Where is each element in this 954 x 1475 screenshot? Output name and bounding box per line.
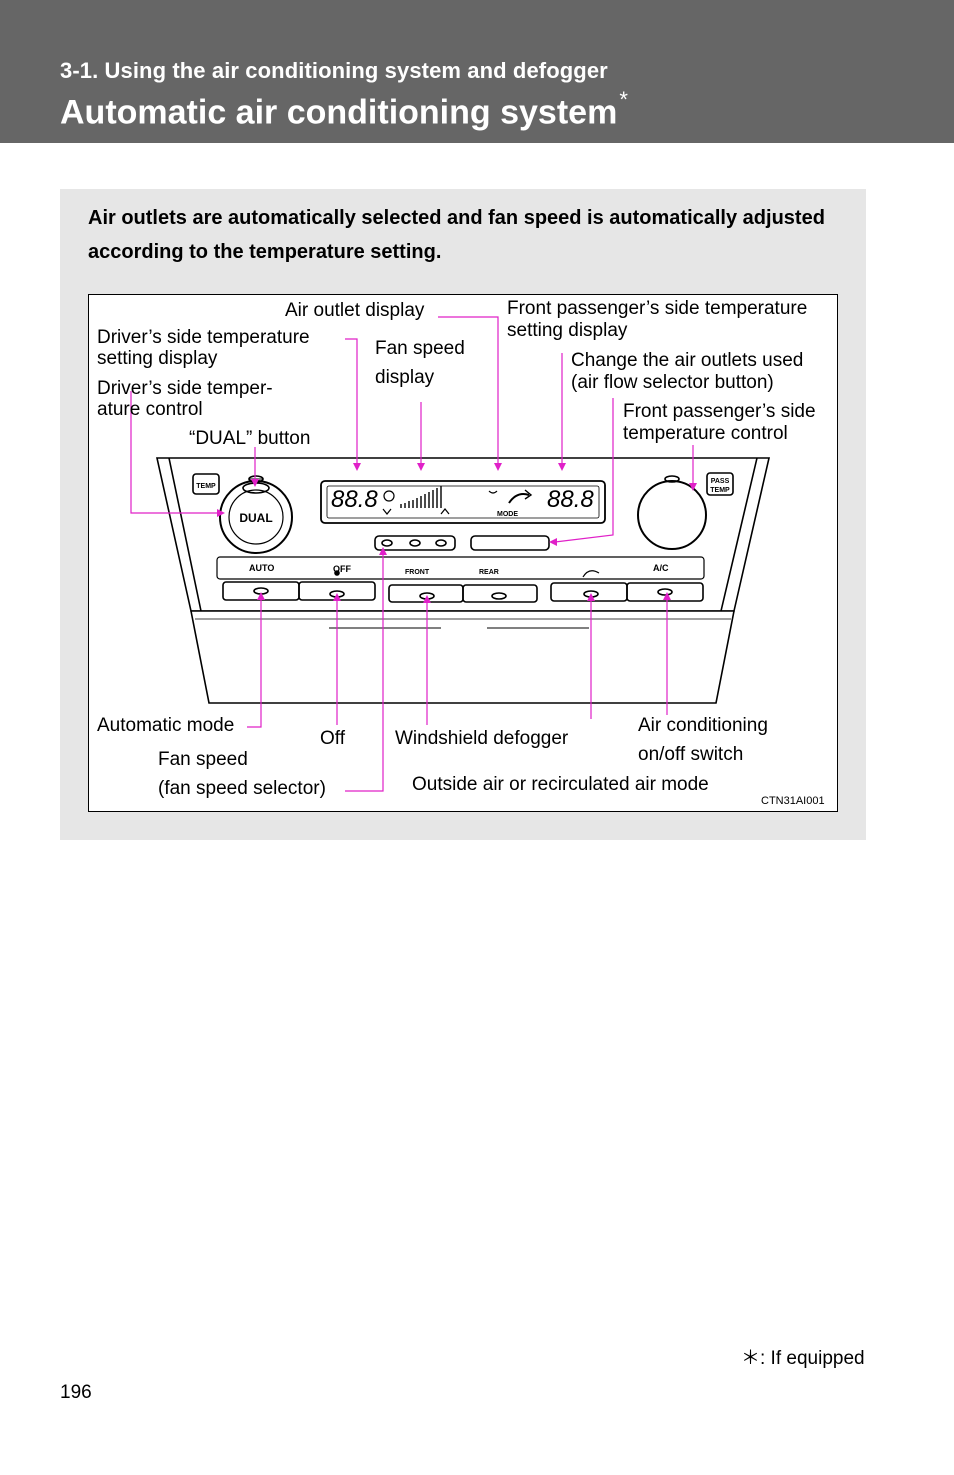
panel-ac-label: A/C [653,563,669,573]
page-number: 196 [60,1382,92,1403]
footnote-if-equipped: ＊: If equipped [741,1348,865,1369]
panel-auto-label: AUTO [249,563,274,573]
panel-mode-label: MODE [497,511,518,518]
page-title: Automatic air conditioning system* [60,87,628,132]
label-fan-speed-display-2: display [375,367,435,388]
page-title-text: Automatic air conditioning system [60,93,618,132]
panel-dual-label: DUAL [239,511,272,525]
panel-temp-label: TEMP [196,483,216,490]
label-off: Off [320,728,345,749]
label-driver-temp-display-1: Driver’s side temperature [97,327,310,348]
section-heading: 3-1. Using the air conditioning system a… [60,58,608,83]
panel-pass-label: PASS [711,478,730,485]
label-front-pass-temp-display-2: setting display [507,320,628,341]
label-fan-speed-display-1: Fan speed [375,338,465,359]
label-front-pass-temp-control-2: temperature control [623,423,788,444]
passenger-temp-digits: 88.8 [547,486,594,513]
label-outside-air: Outside air or recirculated air mode [412,774,709,795]
label-dual-button: “DUAL” button [189,428,311,449]
label-air-conditioning-2: on/off switch [638,744,744,765]
label-driver-temp-control-1: Driver’s side temper- [97,378,273,399]
label-fan-speed-2: (fan speed selector) [158,778,326,799]
label-front-pass-temp-display-1: Front passenger’s side temperature [507,298,808,319]
label-change-outlets-1: Change the air outlets used [571,350,804,371]
control-panel-illustration: TEMP DUAL PASS TEMP 88.8 88.8 MODE AUTO … [130,316,771,792]
panel-rear-label: REAR [479,569,499,576]
panel-pass-temp-label: TEMP [710,487,730,494]
label-fan-speed-1: Fan speed [158,749,248,770]
panel-off-label: OFF [333,564,351,574]
driver-temp-digits: 88.8 [331,486,378,513]
label-air-outlet-display: Air outlet display [285,300,425,321]
figure-code: CTN31AI001 [761,795,825,807]
label-driver-temp-control-2: ature control [97,399,203,420]
label-windshield-defogger: Windshield defogger [395,728,569,749]
panel-front-label: FRONT [405,569,430,576]
if-equipped-mark: * [619,87,628,112]
label-driver-temp-display-2: setting display [97,348,218,369]
leader-lines [130,316,694,792]
panel-text: TEMP DUAL PASS TEMP 88.8 88.8 MODE AUTO … [196,478,730,576]
control-panel-drawing [156,457,771,704]
fan-speed-bars [400,486,442,508]
label-air-conditioning-1: Air conditioning [638,715,768,736]
control-panel-figure: TEMP DUAL PASS TEMP 88.8 88.8 MODE AUTO … [88,294,838,812]
leader-arrowheads [217,463,697,603]
label-change-outlets-2: (air flow selector button) [571,372,774,393]
page-header: 3-1. Using the air conditioning system a… [0,0,954,143]
label-automatic-mode: Automatic mode [97,715,235,736]
label-front-pass-temp-control-1: Front passenger’s side [623,401,816,422]
intro-text: Air outlets are automatically selected a… [88,207,825,263]
